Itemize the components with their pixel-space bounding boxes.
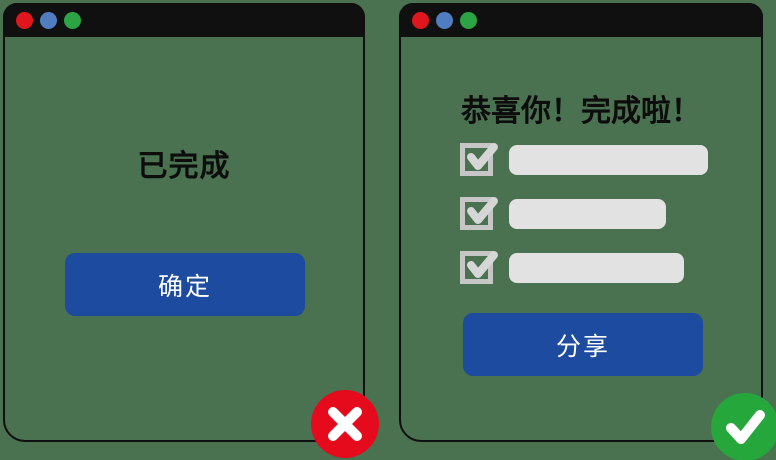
check-mark-icon xyxy=(467,251,498,278)
success-check-icon xyxy=(726,410,765,444)
check-mark-icon xyxy=(467,143,498,170)
checkbox-checked[interactable] xyxy=(460,197,498,230)
window-titlebar xyxy=(3,3,365,37)
share-button[interactable]: 分享 xyxy=(463,313,703,376)
placeholder-text-bar xyxy=(509,198,666,229)
blue-traffic-light-icon[interactable] xyxy=(436,11,453,29)
error-badge xyxy=(311,390,379,458)
green-traffic-light-icon[interactable] xyxy=(460,11,477,29)
checklist xyxy=(460,143,708,305)
red-traffic-light-icon[interactable] xyxy=(412,11,429,29)
checklist-item xyxy=(460,197,708,230)
dialog-message: 已完成 xyxy=(137,150,231,183)
completed-dialog-window: 已完成 确定 xyxy=(3,3,365,442)
placeholder-text-bar xyxy=(509,252,684,283)
congrats-dialog-window: 恭喜你！完成啦！ 分享 xyxy=(399,3,763,442)
blue-traffic-light-icon[interactable] xyxy=(40,11,57,29)
congrats-heading: 恭喜你！完成啦！ xyxy=(461,95,701,128)
window-titlebar xyxy=(399,3,763,37)
green-traffic-light-icon[interactable] xyxy=(64,11,81,29)
checkbox-checked[interactable] xyxy=(460,251,498,284)
check-mark-icon xyxy=(467,197,498,224)
checklist-item xyxy=(460,251,708,284)
error-cross-icon xyxy=(328,407,362,441)
checkbox-checked[interactable] xyxy=(460,143,498,176)
placeholder-text-bar xyxy=(509,144,708,175)
confirm-button[interactable]: 确定 xyxy=(65,253,305,316)
success-badge xyxy=(711,393,776,460)
checklist-item xyxy=(460,143,708,176)
red-traffic-light-icon[interactable] xyxy=(16,11,33,29)
